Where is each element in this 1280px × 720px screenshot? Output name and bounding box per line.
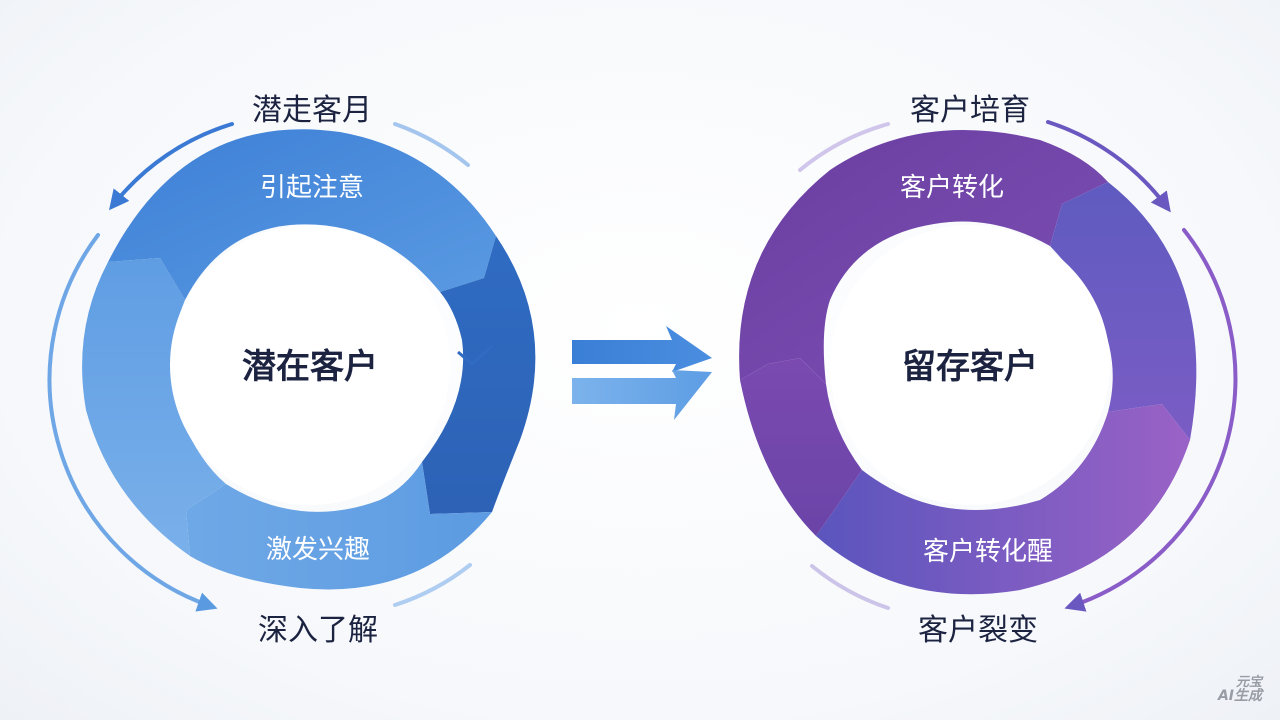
- right-segment-right: [1050, 182, 1197, 440]
- watermark-line1: 元宝: [1235, 674, 1262, 690]
- left-outer-arrow-topright-icon: [393, 122, 470, 167]
- left-segment-left: [82, 258, 226, 556]
- left-checkmark-icon: [457, 344, 494, 366]
- left-inner-top-label: 引起注意: [260, 173, 364, 203]
- left-inner-bottom-label: 激发兴趣: [266, 535, 370, 565]
- right-segment-bottom: [816, 404, 1190, 595]
- left-outer-arrow-bottomright-icon: [393, 563, 472, 607]
- right-outer-bottom-label: 客户裂变: [918, 613, 1038, 648]
- right-cycle: 留存客户 客户转化 客户转化醒 客户培育 客户裂变: [739, 93, 1238, 648]
- watermark: 元宝 AI生成: [1218, 676, 1262, 704]
- right-center-circle: [830, 225, 1110, 505]
- left-cycle: 潜在客户 引起注意 激发兴趣 潜走客月 深入了解: [47, 93, 536, 648]
- double-arrow-right-icon: [572, 326, 712, 420]
- left-outer-arrow-left-icon: [47, 233, 218, 612]
- left-center-label: 潜在客户: [242, 347, 378, 387]
- left-segment-top: [108, 129, 496, 300]
- right-inner-bottom-label: 客户转化醒: [923, 537, 1053, 567]
- right-outer-arrow-right-icon: [1064, 228, 1238, 612]
- right-outer-arrow-topright-icon: [1046, 120, 1171, 213]
- right-inner-top-label: 客户转化: [900, 173, 1004, 203]
- left-outer-arrow-top-icon: [109, 122, 234, 211]
- left-segment-right: [422, 236, 536, 514]
- right-outer-arrow-topleft-icon: [798, 122, 890, 172]
- watermark-line2: AI生成: [1217, 688, 1262, 705]
- right-segment-top: [739, 130, 1108, 384]
- left-center-circle: [170, 225, 450, 505]
- right-outer-top-label: 客户培育: [910, 93, 1030, 128]
- right-center-label: 留存客户: [902, 347, 1038, 387]
- left-outer-bottom-label: 深入了解: [258, 613, 378, 648]
- right-segment-left: [740, 358, 862, 536]
- right-outer-arrow-bottomleft-icon: [810, 564, 890, 610]
- left-outer-top-label: 潜走客月: [252, 93, 372, 128]
- left-segment-bottom: [186, 462, 492, 590]
